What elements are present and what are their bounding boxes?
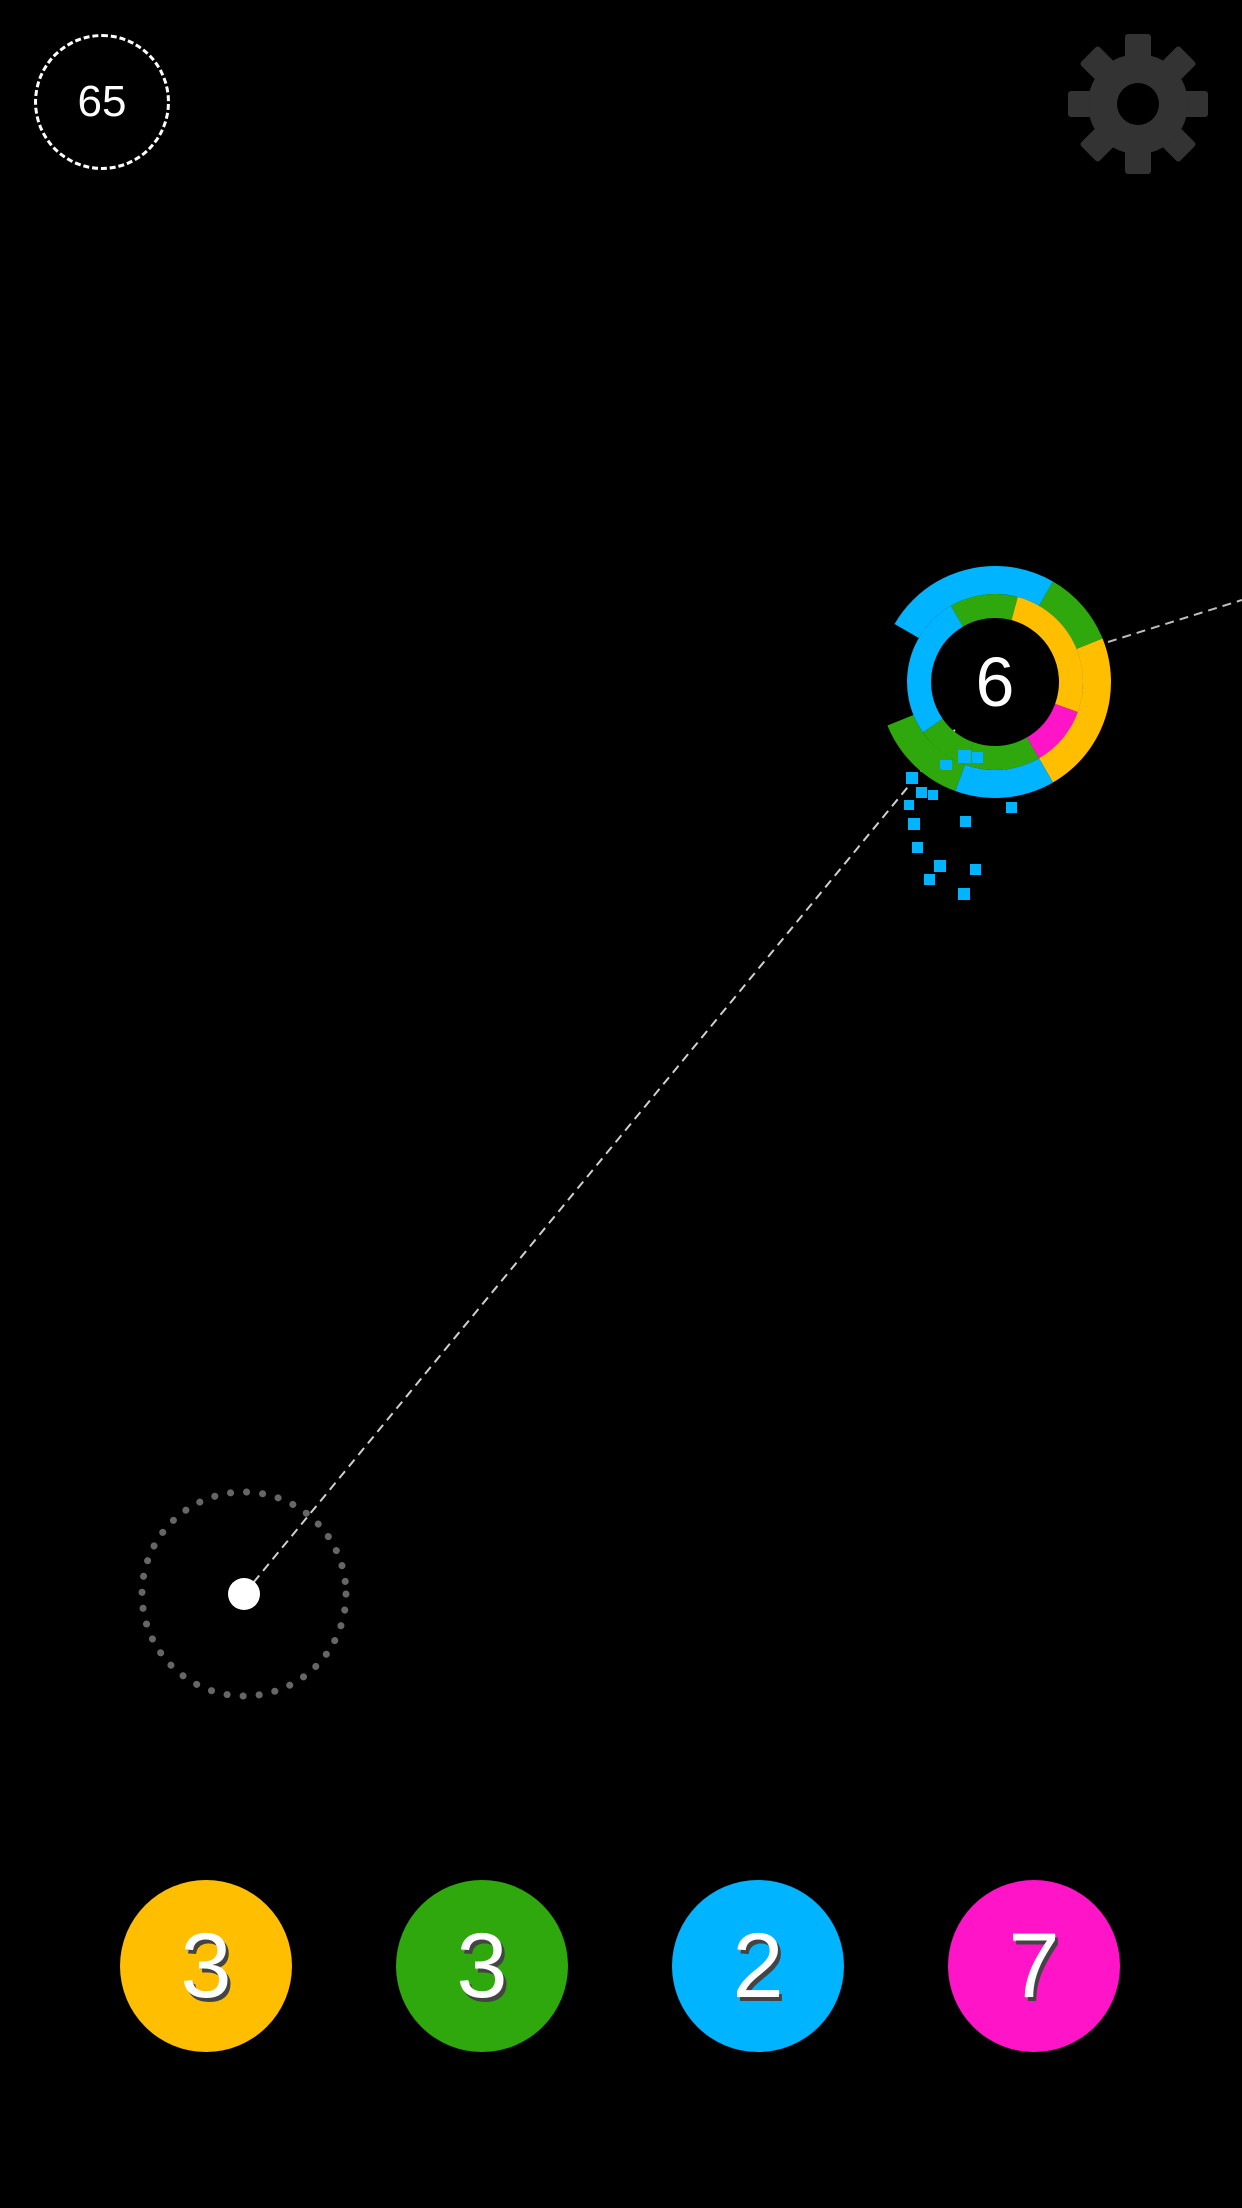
- ball-yellow[interactable]: 3: [120, 1880, 292, 2052]
- debris-square: [964, 768, 973, 777]
- debris-square: [958, 888, 970, 900]
- color-ball-selector: 3 3 2 7: [0, 1880, 1242, 2052]
- settings-gear: [1068, 34, 1208, 174]
- launcher-ball[interactable]: [228, 1578, 260, 1610]
- launcher-ring: [138, 1488, 350, 1700]
- middle-ring-green-segment: [951, 594, 995, 627]
- debris-square: [906, 772, 918, 784]
- ball-count: 2: [732, 1914, 784, 2017]
- debris-particles: [904, 750, 1017, 900]
- outer-ring-green-segment: [887, 714, 965, 792]
- outer-ring-blue-segment: [955, 758, 1053, 798]
- debris-square: [960, 816, 971, 827]
- debris-square: [908, 818, 920, 830]
- ball-blue[interactable]: 2: [672, 1880, 844, 2052]
- middle-ring-blue-segment: [907, 605, 963, 733]
- ball-green[interactable]: 3: [396, 1880, 568, 2052]
- debris-square: [1006, 802, 1017, 813]
- debris-square: [958, 750, 971, 763]
- target-count-label: 6: [975, 643, 1015, 721]
- ball-magenta[interactable]: 7: [948, 1880, 1120, 2052]
- debris-square: [928, 790, 938, 800]
- outer-ring-green-segment: [1039, 581, 1103, 650]
- outer-ring-yellow-segment: [1039, 638, 1111, 783]
- debris-square: [916, 787, 927, 798]
- debris-square: [970, 864, 981, 875]
- middle-ring-magenta-segment: [1027, 703, 1078, 759]
- debris-square: [904, 800, 914, 810]
- debris-square: [940, 760, 949, 769]
- middle-ring-green-segment: [995, 594, 1018, 621]
- exit-trajectory-line: [1107, 599, 1242, 643]
- target-rings: [887, 566, 1111, 798]
- debris-square: [934, 860, 946, 872]
- aim-line: [243, 725, 959, 1595]
- outer-ring-blue-segment: [995, 566, 1053, 606]
- level-badge: 65: [34, 34, 170, 170]
- ball-count: 7: [1008, 1914, 1060, 2017]
- settings-button[interactable]: [1068, 34, 1208, 174]
- target-count: 6: [935, 622, 1055, 742]
- debris-square: [924, 874, 935, 885]
- ball-count: 3: [180, 1914, 232, 2017]
- debris-square: [912, 842, 923, 853]
- outer-ring-blue-segment: [894, 566, 995, 638]
- middle-ring-green-segment: [964, 737, 1039, 770]
- gear-hole: [1117, 83, 1159, 125]
- middle-ring-yellow-segment: [1011, 596, 1083, 713]
- level-number: 65: [77, 77, 127, 126]
- ball-count: 3: [456, 1914, 508, 2017]
- debris-square: [972, 752, 983, 763]
